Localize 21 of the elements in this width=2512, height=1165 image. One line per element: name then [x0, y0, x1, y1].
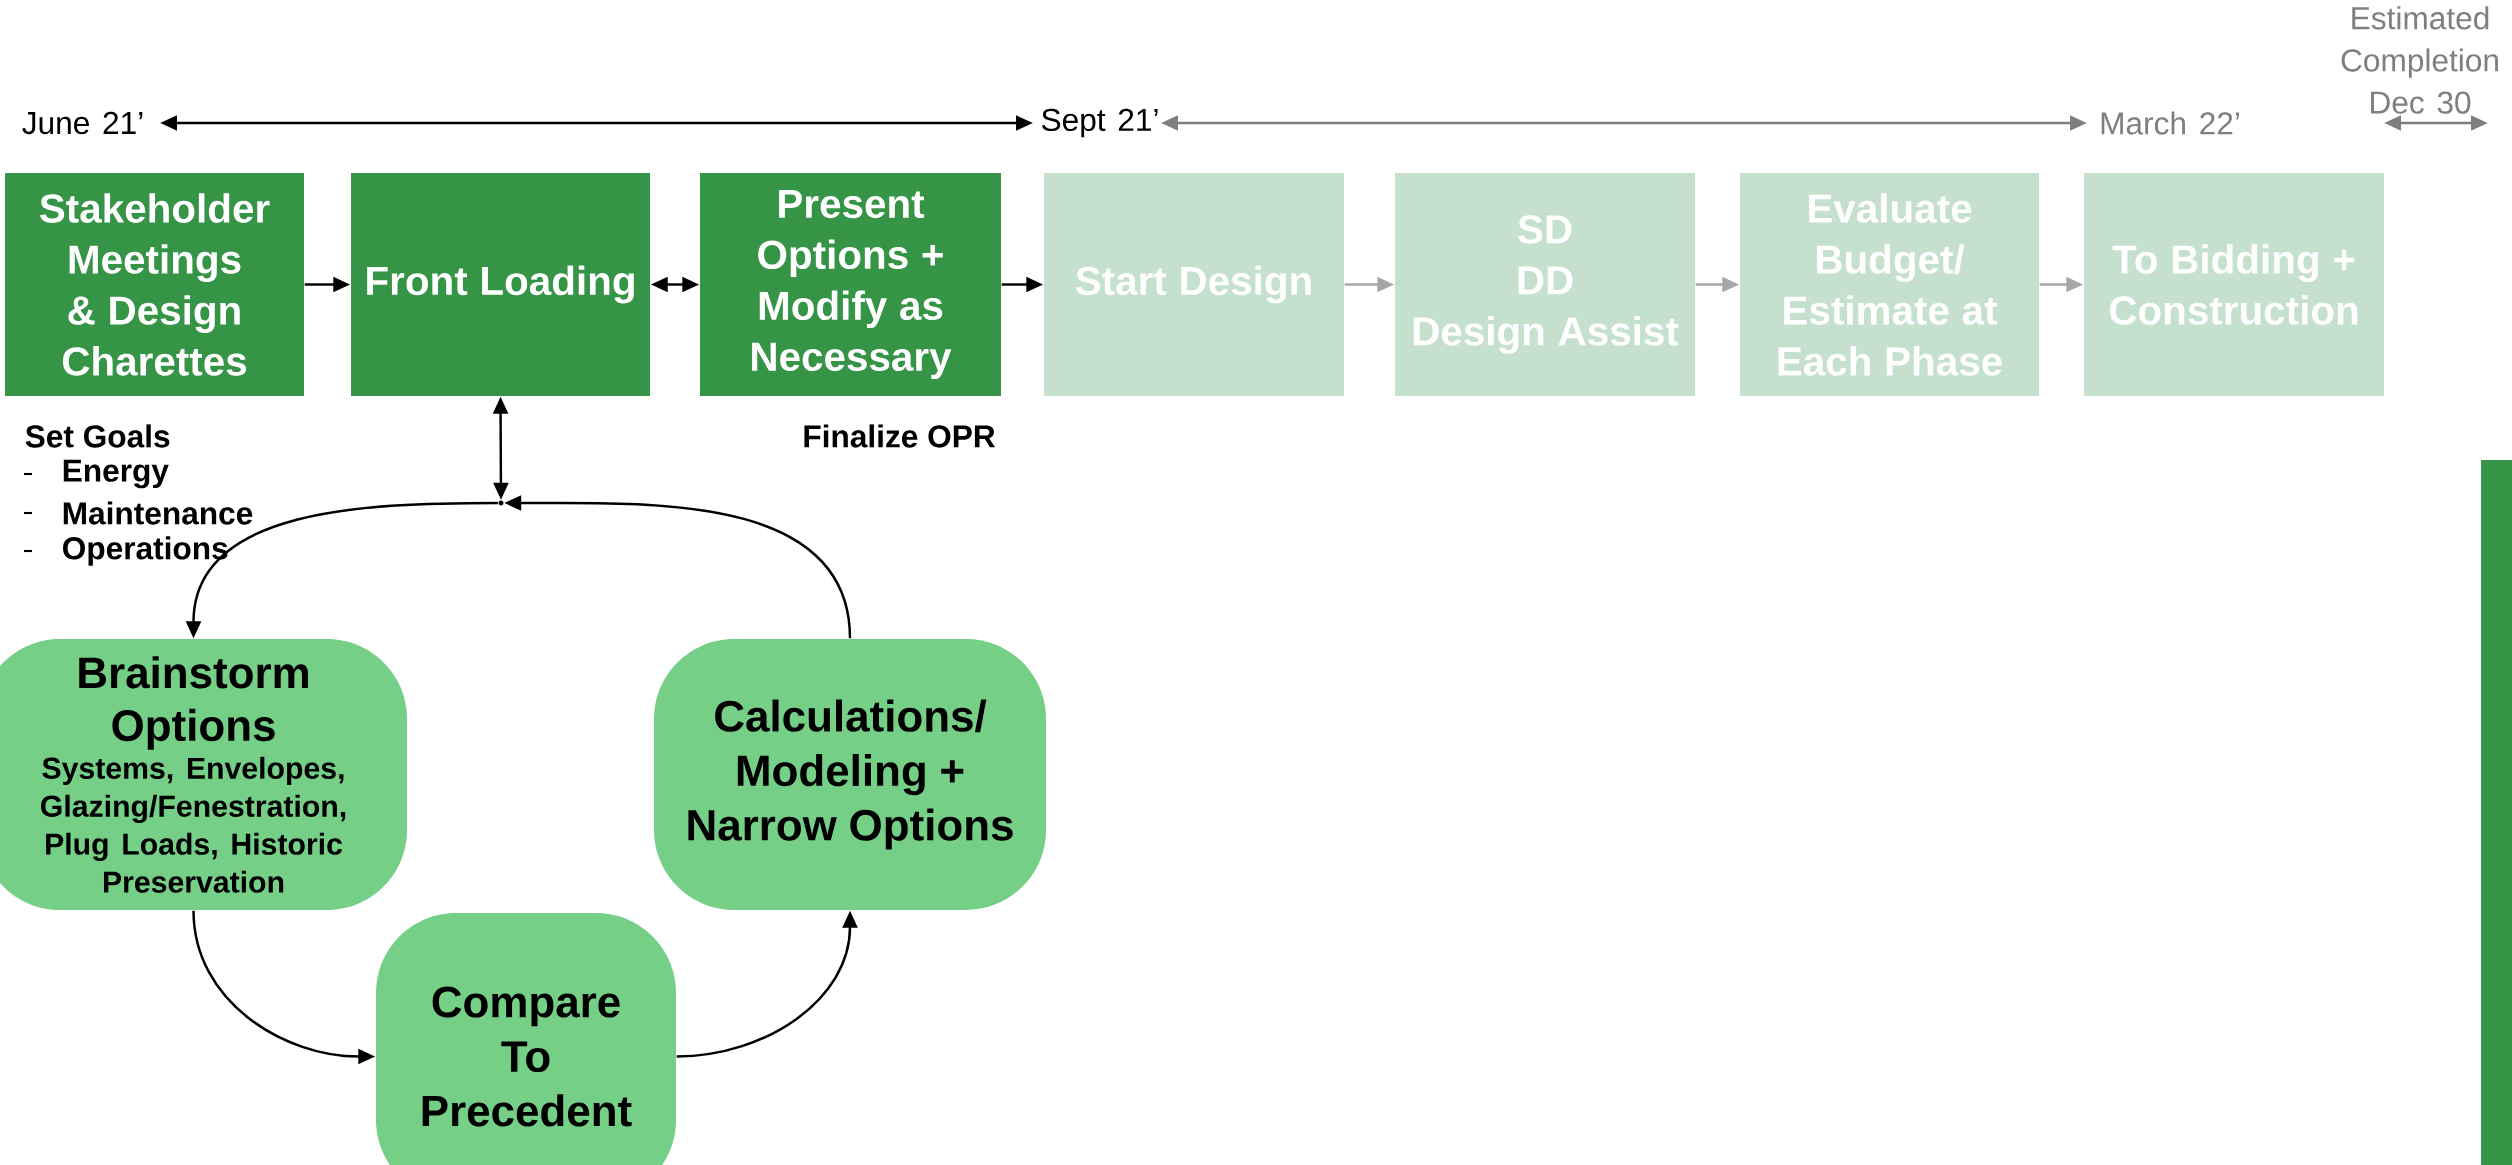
- list-item: Operations: [63, 536, 228, 566]
- process-box: Present Options + Modify as Necessary: [700, 173, 1001, 396]
- process-box: SD DD Design Assist: [1395, 173, 1695, 396]
- process-box: Evaluate Budget/ Estimate at Each Phase: [1740, 173, 2039, 396]
- process-box: Start Design: [1044, 173, 1344, 396]
- note-text: Finalize OPR: [804, 424, 996, 448]
- rounded-box: Brainstorm Options Systems, Envelopes, Glazing/Fenestration, Plug Loads, Historic Preservation: [0, 639, 407, 910]
- list-heading: Set Goals: [25, 424, 170, 448]
- date-label: Sept 21’: [1041, 108, 1158, 138]
- process-box: To Bidding + Construction: [2084, 173, 2385, 396]
- junction-point: [498, 500, 504, 506]
- list-item: Energy: [63, 459, 169, 489]
- rounded-box: Compare To Precedent: [376, 913, 676, 1165]
- process-box: Front Loading: [351, 173, 650, 396]
- date-label: Estimated Completion Dec 30: [2341, 6, 2498, 114]
- side-bar: [2481, 460, 2512, 1165]
- list-item: Maintenance: [63, 501, 253, 525]
- date-label: March 22’: [2101, 111, 2239, 135]
- rounded-box: Calculations/ Modeling + Narrow Options: [654, 639, 1046, 910]
- process-box: Stakeholder Meetings & Design Charettes: [5, 173, 304, 396]
- date-label: June 21’: [22, 111, 143, 135]
